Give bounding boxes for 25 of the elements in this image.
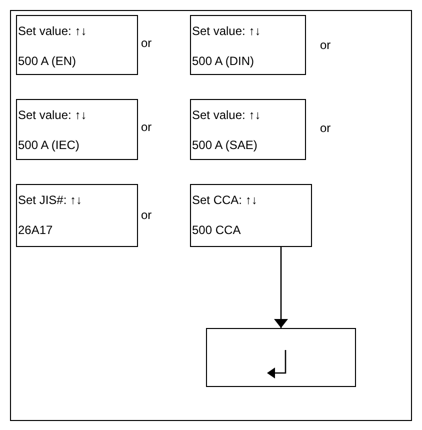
display-box: [16, 99, 138, 160]
value-text: 500 A (SAE): [192, 138, 258, 152]
prompt-text: Set CCA: ↑↓: [192, 193, 258, 207]
display-box: [16, 15, 138, 75]
or-label: or: [141, 36, 152, 50]
display-box: [190, 99, 306, 160]
display-box: [190, 184, 312, 247]
display-box: [190, 15, 306, 75]
or-label: or: [320, 38, 331, 52]
prompt-text: Set value: ↑↓: [18, 24, 87, 38]
value-text: 26A17: [18, 223, 53, 237]
or-label: or: [141, 120, 152, 134]
prompt-text: Set value: ↑↓: [18, 108, 87, 122]
prompt-text: Set value: ↑↓: [192, 108, 261, 122]
display-box: [16, 184, 138, 247]
value-text: 500 A (IEC): [18, 138, 80, 152]
prompt-text: Set value: ↑↓: [192, 24, 261, 38]
value-text: 500 A (EN): [18, 54, 76, 68]
prompt-text: Set JIS#: ↑↓: [18, 193, 82, 207]
value-text: 500 A (DIN): [192, 54, 254, 68]
or-label: or: [141, 208, 152, 222]
or-label: or: [320, 121, 331, 135]
empty-box: [206, 328, 356, 387]
arrow: [274, 247, 288, 328]
value-text: 500 CCA: [192, 223, 241, 237]
